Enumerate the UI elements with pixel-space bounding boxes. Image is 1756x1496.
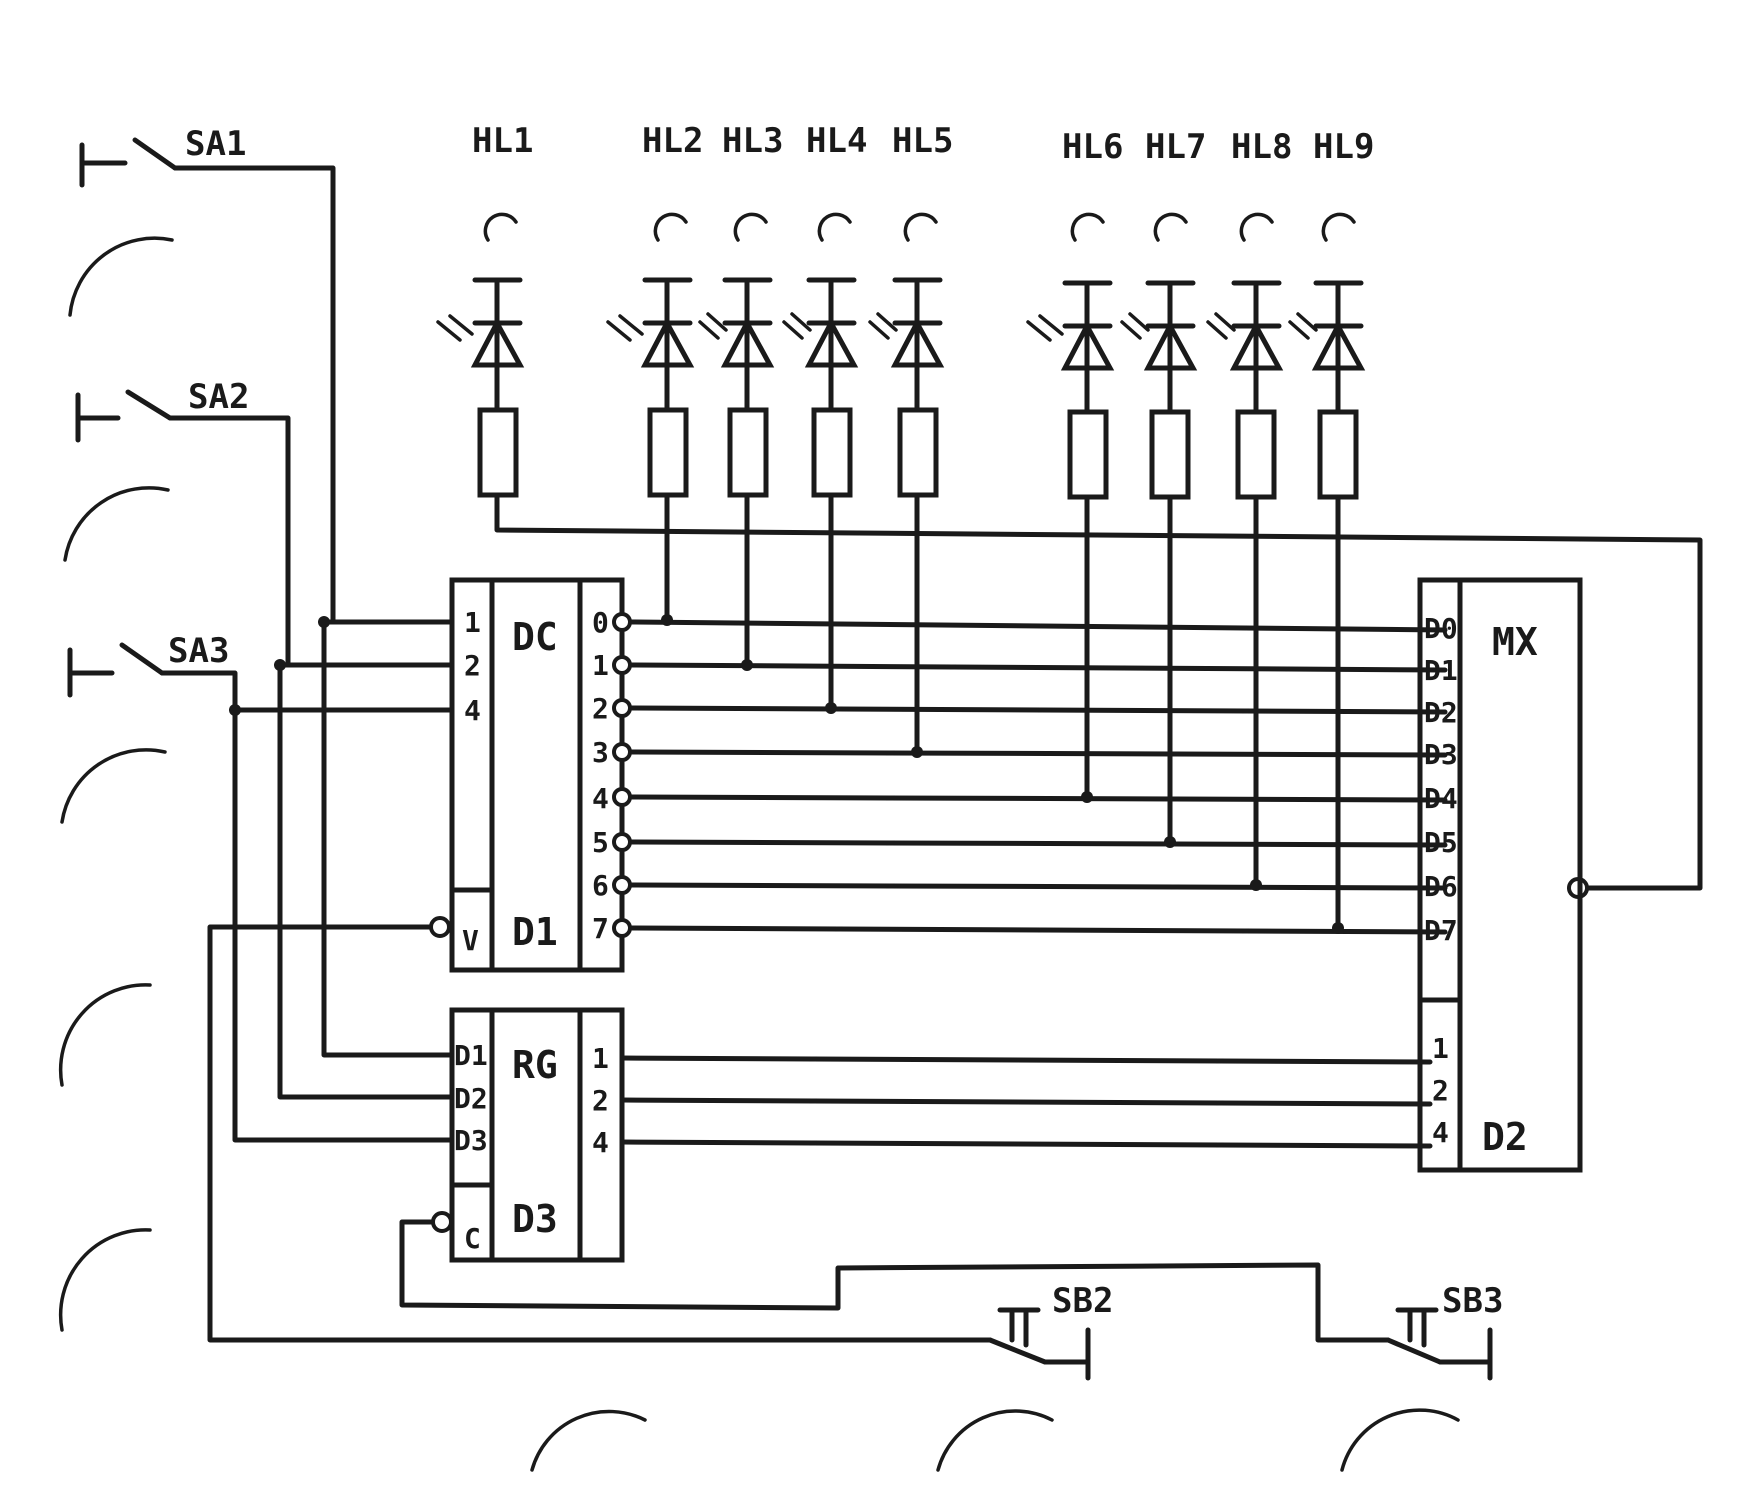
dc-output-label: 0 [592,606,609,639]
register-output-bus [619,1055,1433,1149]
led-label: HL8 [1231,127,1292,167]
rg-input-label: D2 [454,1082,488,1115]
dc-output-label: 2 [592,692,609,725]
mx-input-label: D4 [1424,782,1458,815]
mx-select-label: 4 [1432,1116,1449,1149]
switch-bus [229,616,455,1143]
mx-function: MX [1492,620,1538,664]
mx-input-label: D6 [1424,870,1458,903]
dc-output-label: 7 [592,912,609,945]
mx-output-loop [494,492,1703,899]
dc-output-label: 1 [592,649,609,682]
mx-input-label: D5 [1424,826,1458,859]
dc-input-label: 1 [464,606,481,639]
switch-label: SA3 [168,631,229,671]
led-label: HL3 [722,121,783,161]
binder-holes [58,236,1460,1472]
decoder-d1: DC D1 1 2 4 V 0 1 2 3 4 5 6 7 [429,577,625,973]
register-d3: RG D3 D1 D2 D3 C 1 2 4 [431,1007,625,1263]
led-hl1: HL1 [436,121,533,498]
led-label: HL4 [806,121,867,161]
led-hl9: HL9 [1288,127,1374,934]
rg-function: RG [512,1043,558,1087]
mx-input-label: D2 [1424,696,1458,729]
rg-input-label: D3 [454,1124,488,1157]
mx-input-label: D1 [1424,654,1458,687]
button-sb3-circuit: SB3 [399,1219,1503,1381]
led-hl8: HL8 [1206,127,1292,891]
dc-output-label: 6 [592,869,609,902]
mx-input-label: D0 [1424,612,1458,645]
led-row: HL1 HL2 HL3 [436,121,1374,934]
led-label: HL5 [892,121,953,161]
led-hl3: HL3 [698,121,783,671]
rg-output-label: 1 [592,1042,609,1075]
led-label: HL9 [1313,127,1374,167]
led-hl5: HL5 [868,121,953,758]
dc-output-label: 4 [592,782,609,815]
switch-label: SA1 [185,124,246,164]
switch-label: SA2 [188,377,249,417]
button-label: SB2 [1052,1281,1113,1321]
led-label: HL1 [472,121,533,161]
dc-output-label: 3 [592,736,609,769]
button-label: SB3 [1442,1281,1503,1321]
switch-sa1: SA1 [79,124,336,625]
switch-sa2: SA2 [75,377,291,668]
led-hl6: HL6 [1026,127,1123,803]
rg-output-label: 4 [592,1126,609,1159]
mx-name: D2 [1482,1115,1528,1159]
rg-name: D3 [512,1197,558,1241]
mx-input-label: D7 [1424,914,1458,947]
rg-clock-label: C [464,1222,481,1255]
dc-input-label: 2 [464,649,481,682]
switch-sa3: SA3 [67,631,238,713]
dc-output-label: 5 [592,826,609,859]
dc-name: D1 [512,910,558,954]
rg-output-label: 2 [592,1084,609,1117]
mx-select-label: 1 [1432,1032,1449,1065]
led-label: HL2 [642,121,703,161]
dc-enable-label: V [462,924,479,957]
button-sb2-circuit: SB2 [207,924,1113,1381]
led-hl2: HL2 [606,121,703,626]
dc-input-label: 4 [464,694,481,727]
led-label: HL7 [1145,127,1206,167]
multiplexer-d2: MX D2 D0 D1 D2 D3 D4 D5 D6 D7 1 2 4 [1417,577,1583,1173]
rg-input-label: D1 [454,1039,488,1072]
led-hl7: HL7 [1120,127,1206,848]
mx-input-label: D3 [1424,738,1458,771]
decoder-output-bus [612,612,1448,938]
dc-function: DC [512,615,558,659]
mx-select-label: 2 [1432,1074,1449,1107]
led-label: HL6 [1062,127,1123,167]
